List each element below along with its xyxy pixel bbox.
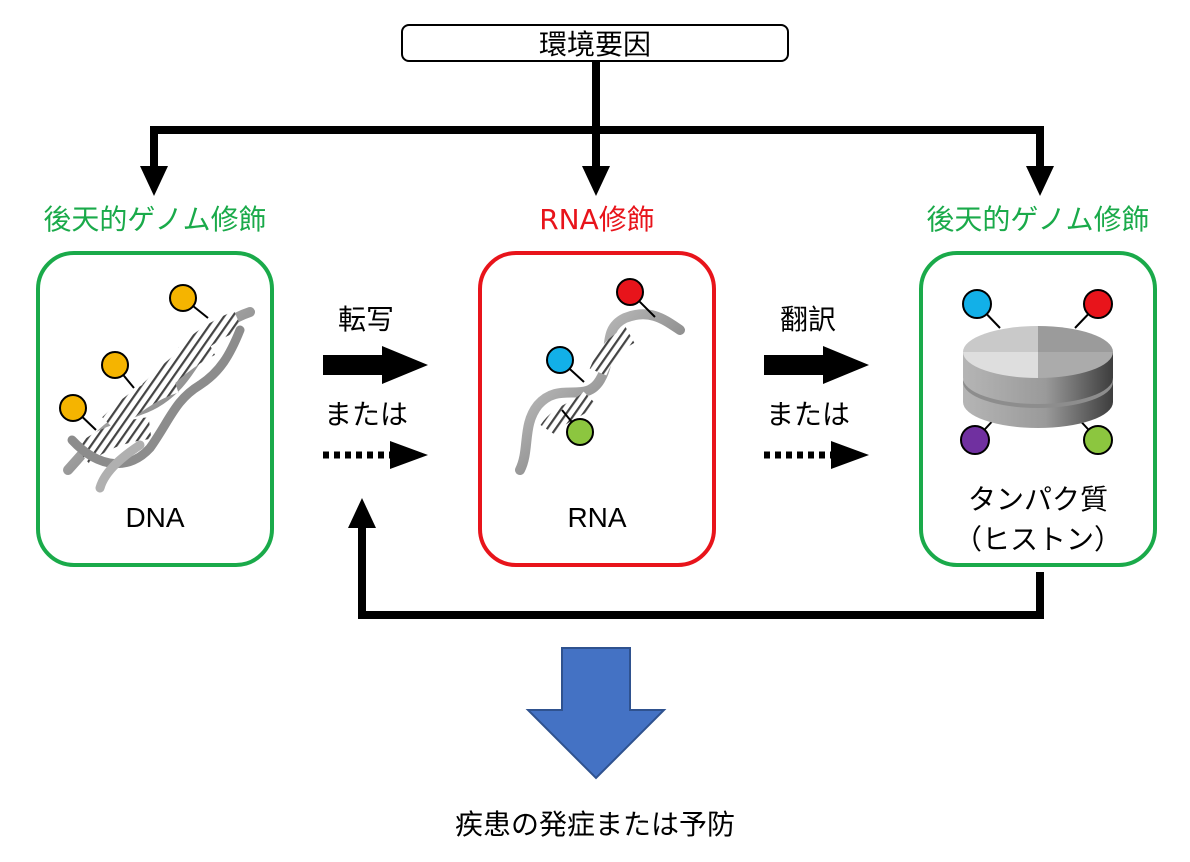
category-left: 後天的ゲノム修飾 — [43, 203, 267, 236]
environment-box: 環境要因 — [401, 24, 789, 62]
or-label-transcription: または — [323, 398, 408, 431]
outcome-label: 疾患の発症または予防 — [454, 808, 735, 841]
or-label-translation: または — [765, 398, 850, 431]
dna-label: DNA — [125, 502, 185, 533]
category-right: 後天的ゲノム修飾 — [926, 203, 1150, 236]
outcome-arrow — [525, 647, 667, 780]
rna-label: RNA — [567, 502, 627, 533]
rna-strand-icon — [515, 278, 685, 475]
translation-label: 翻訳 — [779, 303, 836, 336]
environment-arrows — [140, 62, 1054, 196]
dna-helix-icon — [59, 284, 255, 493]
category-center: RNA修飾 — [539, 203, 655, 236]
protein-sublabel: （ヒストン） — [953, 524, 1122, 555]
histone-icon — [960, 289, 1113, 455]
feedback-arrow — [348, 498, 1044, 619]
transcription-label: 転写 — [337, 303, 394, 336]
rna-box — [478, 251, 716, 567]
protein-label: タンパク質 — [967, 484, 1108, 515]
translation-arrows — [764, 346, 869, 469]
transcription-arrows — [323, 346, 428, 469]
environment-label: 環境要因 — [538, 28, 651, 61]
